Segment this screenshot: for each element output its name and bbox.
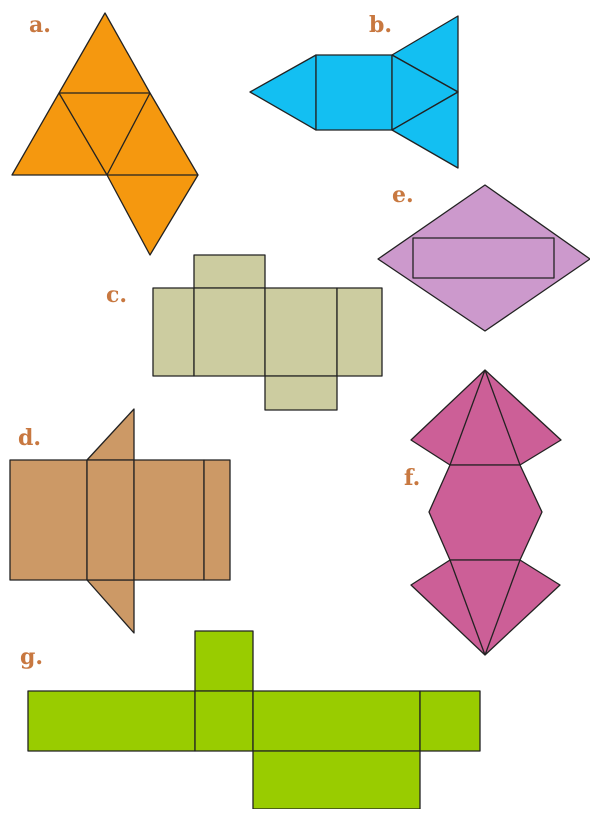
label-f: f. <box>404 465 421 491</box>
net-g <box>27 630 481 810</box>
net-d-bottom-triangle <box>86 579 135 634</box>
net-b-left-triangle <box>249 54 317 131</box>
net-f-top <box>410 369 562 466</box>
net-f-fold <box>484 559 521 656</box>
net-f-bottom <box>410 559 561 656</box>
label-b: b. <box>369 12 393 38</box>
net-g-face-1 <box>27 690 196 752</box>
net-f <box>410 369 562 656</box>
net-b-rect-1 <box>315 54 393 131</box>
net-f-hexagon <box>428 464 543 561</box>
net-a-fold <box>58 92 108 176</box>
net-b <box>249 15 459 169</box>
net-a-fold <box>106 92 151 176</box>
label-e: e. <box>392 182 414 208</box>
net-f-fold <box>449 559 486 656</box>
net-f-fold <box>449 369 486 466</box>
net-d-face-1 <box>9 459 88 581</box>
net-c-face-1 <box>152 287 195 377</box>
net-c-face-2 <box>193 287 266 377</box>
net-g-face-2 <box>194 690 254 752</box>
net-c-bottom <box>264 375 338 411</box>
label-d: d. <box>18 425 42 451</box>
net-e <box>377 184 590 332</box>
label-g: g. <box>20 644 44 670</box>
net-g-face-3 <box>252 690 421 752</box>
net-d-face-3 <box>133 459 205 581</box>
net-a <box>11 12 199 256</box>
net-e-strip <box>412 237 555 279</box>
net-c <box>152 254 383 411</box>
net-g-bottom <box>252 750 421 810</box>
net-c-face-4 <box>336 287 383 377</box>
net-c-top <box>193 254 266 289</box>
net-g-face-4 <box>419 690 481 752</box>
net-d-face-4 <box>203 459 231 581</box>
net-g-top <box>194 630 254 692</box>
net-a-outline <box>11 12 199 256</box>
net-c-face-3 <box>264 287 338 377</box>
net-b-lower-triangle <box>391 91 459 169</box>
label-a: a. <box>29 12 51 38</box>
net-f-fold <box>484 369 521 466</box>
net-d-face-2 <box>86 459 135 581</box>
net-d-top-triangle <box>86 408 135 461</box>
label-c: c. <box>106 282 128 308</box>
net-d <box>9 408 231 634</box>
